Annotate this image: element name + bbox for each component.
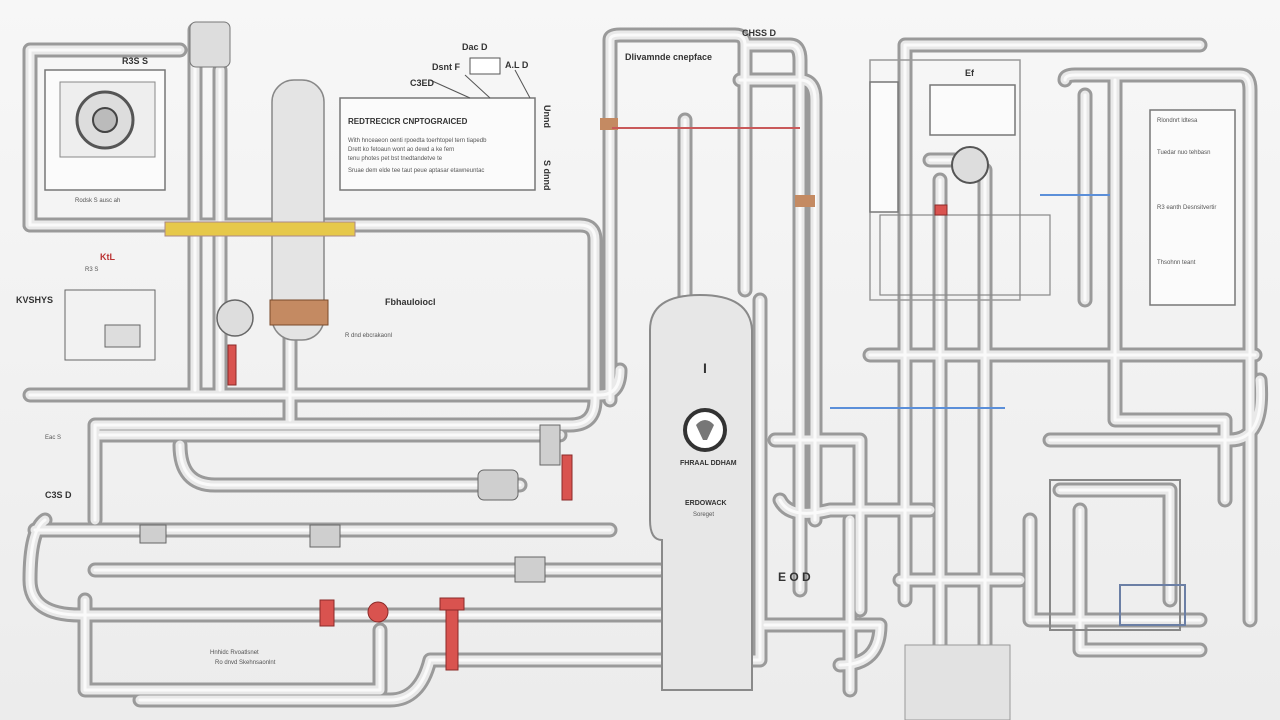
top-left-caption: Rodsk S ausc ah: [75, 198, 121, 204]
callout-box: [469, 57, 501, 75]
base-tank: [904, 644, 1011, 720]
right-note-2: Tuedar nuo tehbasn: [1157, 150, 1211, 156]
red-valve-left: [227, 344, 237, 386]
tank-sub: ERDOWACK: [685, 500, 727, 507]
red-valve-1: [319, 599, 335, 627]
panel-line-4: Sruae dem elde tee taut peue aptasar eta…: [348, 168, 485, 174]
tank-sub-2: Soreget: [693, 512, 715, 518]
valve-d: [539, 424, 561, 466]
mid-label: Fbhauloiocl: [385, 297, 436, 307]
bottom-note-a: Hnhidc Rvoatlsnet: [210, 650, 259, 656]
mid-small: R dnd ebcrakaonl: [345, 333, 393, 339]
red-valve-3: [439, 597, 465, 611]
gauge-hub-icon: [92, 107, 118, 133]
blue-signal-lines: [830, 194, 1110, 409]
right-note-1: Rlondnrt ldtesa: [1157, 118, 1198, 124]
side-vertical-a: Unnd: [542, 105, 552, 128]
callout-a: Dac D: [462, 42, 488, 52]
panel-line-1: With hnceaeon oenti rpoedta toerhtopel t…: [348, 138, 487, 144]
right-code: Ef: [965, 68, 974, 78]
tank-emblem-funnel-icon: [696, 420, 714, 440]
bottom-note-b: Ro dnvd Skehnsaonlnt: [215, 660, 276, 666]
callout-leaders: [429, 69, 531, 99]
copper-coupling-2: [795, 195, 815, 207]
center-title: Dlivamnde cnepface: [625, 52, 713, 62]
left-small-b: C3S D: [45, 490, 72, 500]
callout-c: A.L D: [505, 60, 529, 70]
panel-title: REDTRECICR CNPTOGRAICED: [348, 117, 468, 126]
valve-c: [514, 556, 546, 583]
side-vertical-b: S dnnd: [542, 160, 552, 191]
bottom-code: E O D: [778, 570, 811, 584]
pump-motor: [477, 469, 519, 501]
right-pump-icon: [951, 146, 989, 184]
left-tag: KVSHYS: [16, 295, 54, 305]
heat-exchanger: [1049, 479, 1181, 631]
tank-label: FHRAAL DDHAM: [680, 460, 737, 467]
vertical-column: [271, 79, 325, 341]
panel-line-2: Drett ko fetoaun wont ao dewd a ke fern: [348, 147, 455, 153]
panel-line-3: tenu photes pet bst tnedtandetve te: [348, 156, 443, 162]
tank-code: I: [703, 360, 707, 376]
copper-flange: [269, 299, 329, 326]
column-top-cap: [189, 21, 231, 68]
right-top-panel: [929, 84, 1016, 136]
left-small-a: R3 S: [85, 267, 99, 273]
red-valve-4: [561, 454, 573, 501]
valve-b: [309, 524, 341, 548]
storage-tank: [649, 293, 753, 691]
right-side-panel: [869, 81, 899, 213]
red-fitting-right: [934, 204, 948, 216]
right-note-panel: [1149, 109, 1236, 306]
coil-grid: [1119, 584, 1186, 626]
right-inner-frame: [879, 214, 1051, 296]
top-center-tag: CHSS D: [742, 28, 777, 38]
left-code: KtL: [100, 252, 115, 262]
info-panel: [339, 97, 536, 191]
red-valve-2: [367, 601, 389, 623]
top-left-tag: R3S S: [122, 56, 149, 66]
red-valve-3-stem: [445, 609, 459, 671]
callout-b: Dsnt F: [432, 62, 460, 72]
right-note-4: Thsohnn teant: [1157, 260, 1196, 266]
left-small-c: Eac S: [45, 435, 62, 441]
pump-housing: [216, 299, 254, 337]
valve-a: [139, 524, 167, 544]
control-box: [104, 324, 141, 348]
callout-d: C3ED: [410, 78, 435, 88]
right-note-3: R3 eanth Desnsitvertir: [1157, 205, 1217, 211]
yellow-band: [164, 221, 356, 237]
left-frame: [64, 289, 156, 361]
